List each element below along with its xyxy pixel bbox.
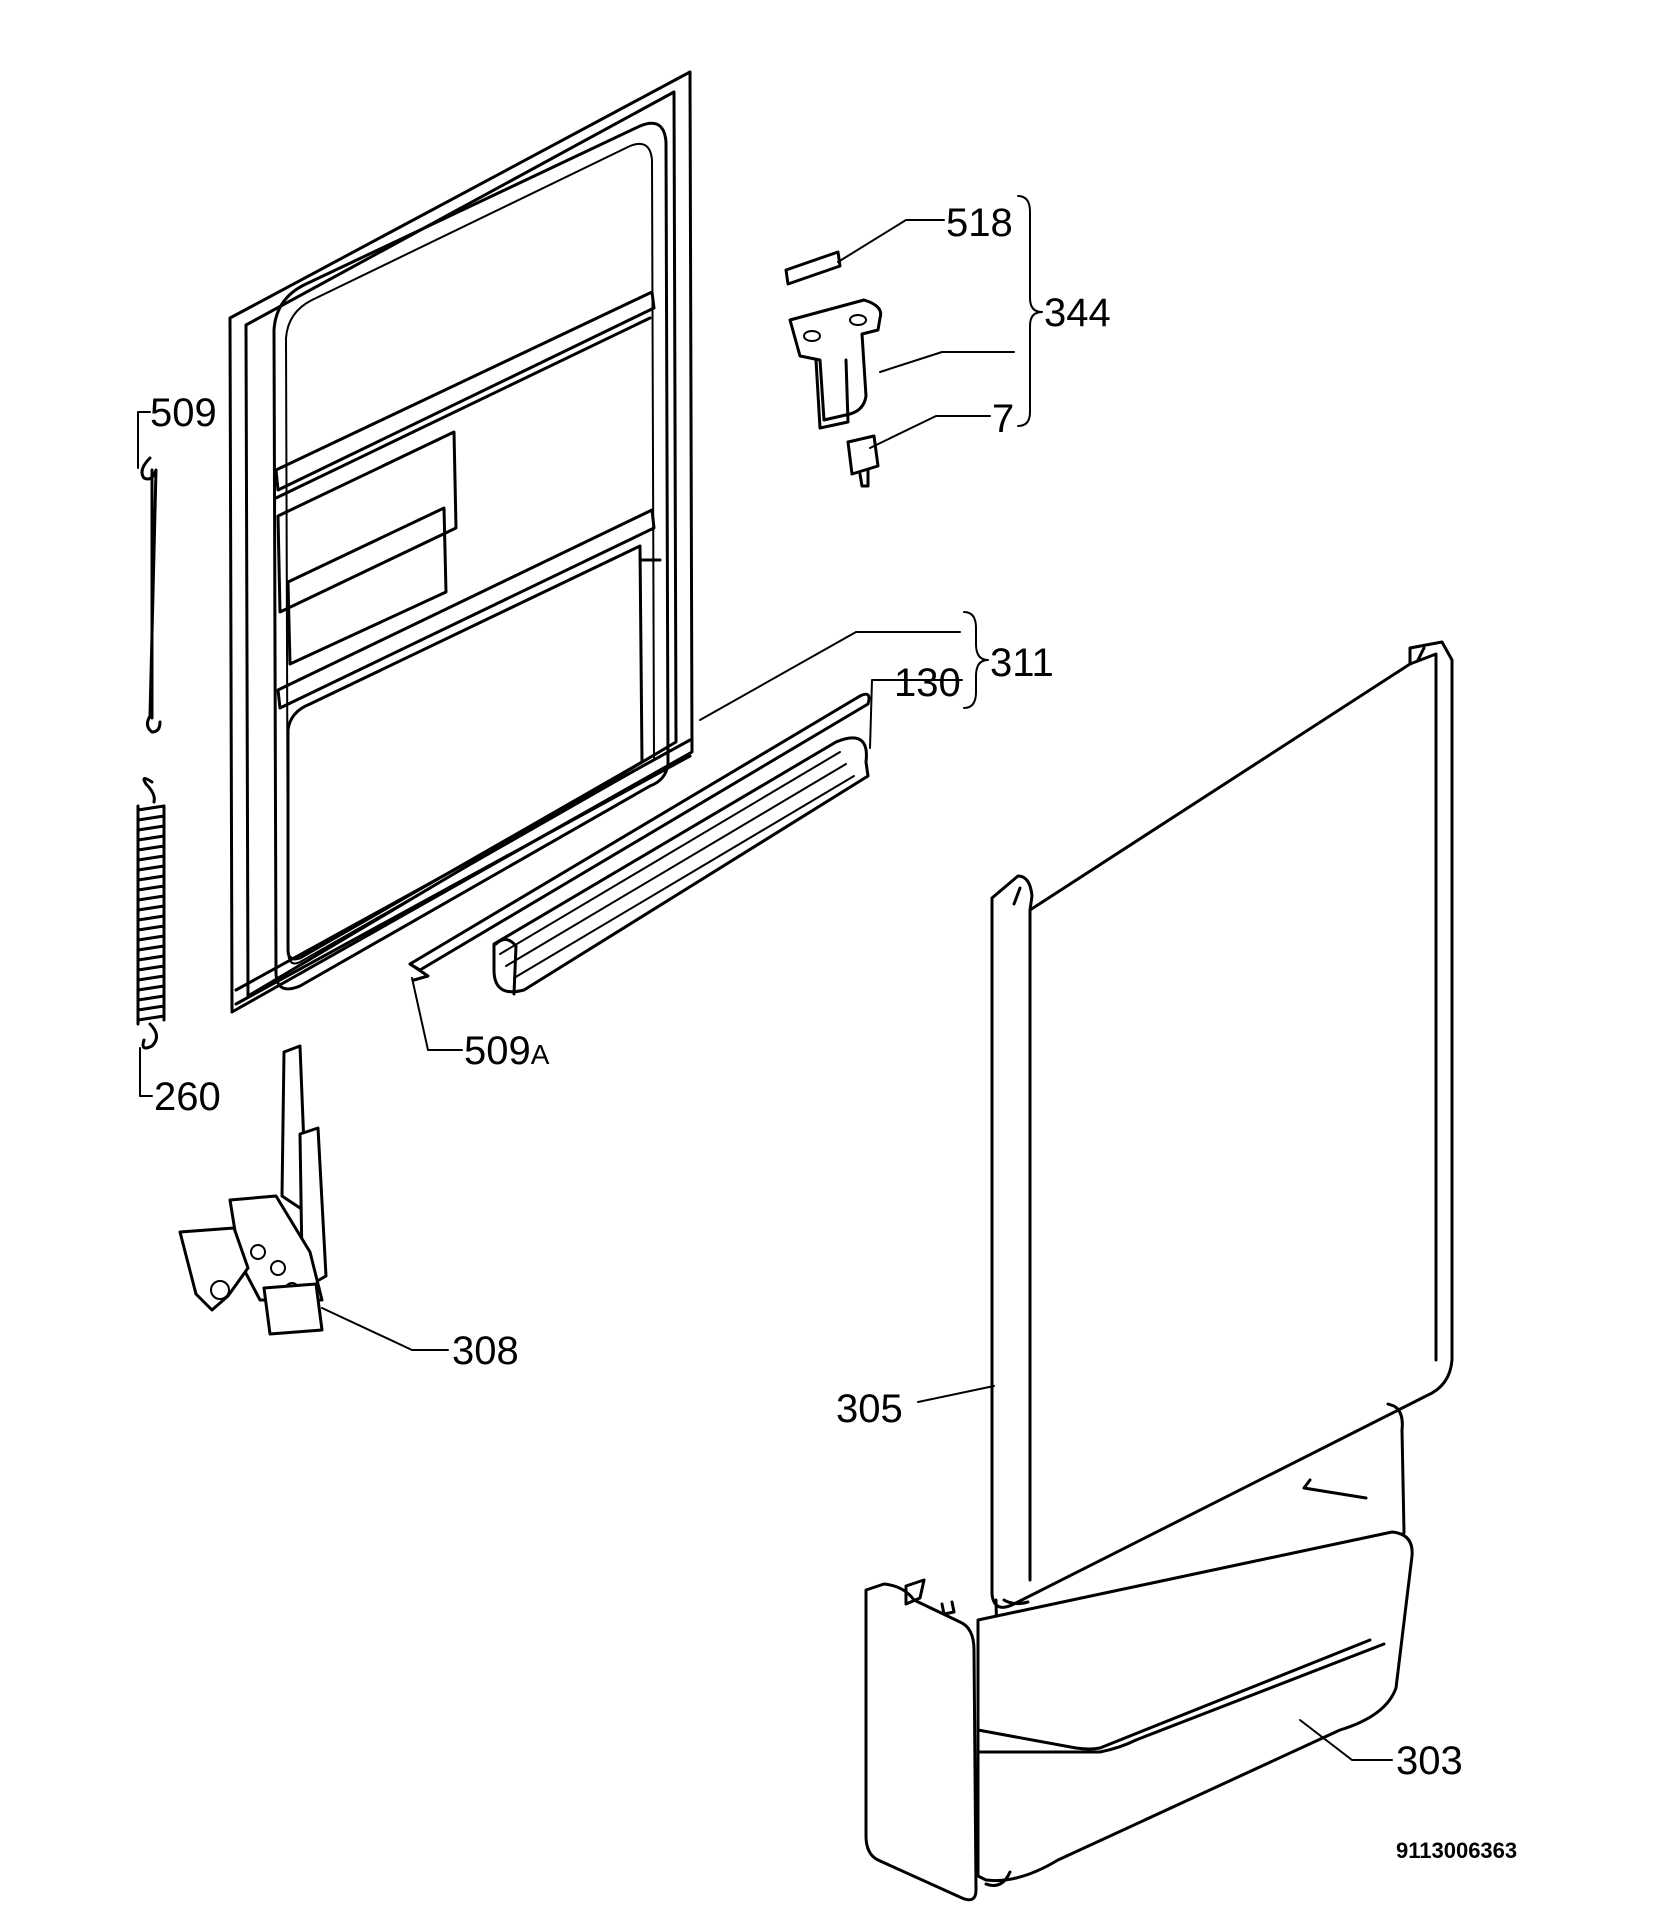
outer-door-panel-305 [990, 640, 1454, 1609]
label-518: 518 [946, 201, 1013, 245]
label-130: 130 [894, 661, 961, 705]
drawing-number: 9113006363 [1396, 1838, 1517, 1863]
label-311: 311 [990, 641, 1054, 685]
label-509A-number: 509 [464, 1029, 531, 1073]
part-7 [846, 434, 880, 476]
rod-509A [408, 692, 871, 982]
label-509A: 509A [464, 1029, 550, 1073]
part-labels: 518 344 7 509 311 130 509A 260 308 305 3… [150, 201, 1517, 1863]
lock-assembly-344 [784, 250, 883, 488]
label-509: 509 [150, 391, 217, 435]
label-308: 308 [452, 1329, 519, 1373]
spring-260 [136, 777, 166, 1050]
spring-509 [140, 456, 162, 734]
inner-door-panel [228, 70, 694, 1014]
plinth-303 [864, 1402, 1414, 1902]
label-305: 305 [836, 1387, 903, 1431]
label-509A-suffix: A [531, 1039, 550, 1070]
leader-lines [137, 195, 1393, 1761]
label-260: 260 [154, 1075, 221, 1119]
label-7: 7 [992, 397, 1014, 441]
gasket-130 [492, 736, 870, 996]
label-344: 344 [1044, 291, 1111, 335]
label-303: 303 [1396, 1739, 1463, 1783]
hinge-308 [178, 1044, 328, 1336]
part-518 [784, 250, 842, 286]
